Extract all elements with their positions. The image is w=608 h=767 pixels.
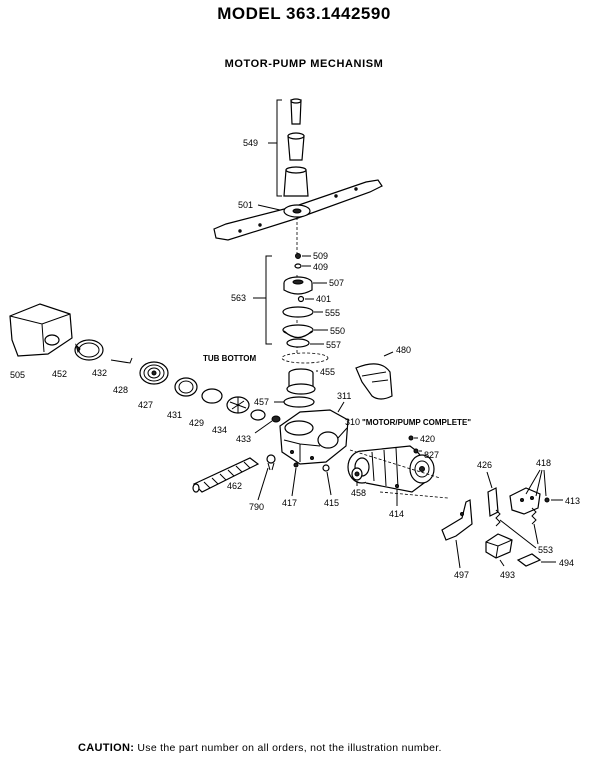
callout-480: 480	[396, 345, 411, 355]
part-311-pump-body	[279, 409, 349, 465]
part-452-clamp	[74, 339, 104, 361]
callout-549: 549	[243, 138, 258, 148]
part-415	[322, 464, 330, 472]
callout-429: 429	[189, 418, 204, 428]
part-790	[266, 454, 276, 471]
part-480-duct	[355, 363, 393, 400]
part-462-auger	[192, 457, 260, 493]
callout-428: 428	[113, 385, 128, 395]
part-553	[495, 507, 537, 527]
part-497	[441, 499, 473, 541]
callout-418: 418	[536, 458, 551, 468]
callout-415: 415	[324, 498, 339, 508]
part-507	[283, 276, 313, 295]
label-tub-bottom: TUB BOTTOM	[203, 354, 257, 363]
part-555-ring	[282, 306, 314, 318]
part-505-filter-housing	[9, 303, 73, 357]
callout-311: 311	[337, 391, 351, 401]
part-414	[395, 484, 399, 488]
part-557	[286, 338, 310, 348]
callout-458: 458	[351, 488, 366, 498]
part-501-spray-arm	[213, 179, 383, 241]
part-458	[351, 467, 363, 481]
part-418	[509, 487, 541, 515]
part-433	[271, 415, 281, 423]
part-549-spray-tube	[283, 98, 309, 197]
callout-827: 827	[424, 450, 439, 460]
callout-563: 563	[231, 293, 246, 303]
part-509	[295, 253, 301, 259]
callout-555: 555	[325, 308, 340, 318]
callout-431: 431	[167, 410, 182, 420]
part-426-bracket	[487, 487, 499, 517]
part-431-ring	[201, 388, 223, 404]
callout-493: 493	[500, 570, 515, 580]
part-401	[297, 295, 305, 303]
caution-text: Use the part number on all orders, not t…	[137, 742, 442, 754]
diagram-subtitle: MOTOR-PUMP MECHANISM	[224, 58, 384, 70]
part-457-gasket	[283, 396, 315, 408]
callout-427: 427	[138, 400, 153, 410]
caution-label: CAUTION:	[78, 742, 135, 754]
callout-452: 452	[52, 369, 67, 379]
part-434	[250, 409, 266, 421]
bracket-563	[253, 255, 272, 345]
callout-494: 494	[559, 558, 574, 568]
callout-426: 426	[477, 460, 492, 470]
callout-414: 414	[389, 509, 404, 519]
caution-note: CAUTION: Use the part number on all orde…	[78, 742, 442, 754]
motor-assembly	[347, 445, 435, 493]
callout-432: 432	[92, 368, 107, 378]
part-550	[282, 324, 314, 339]
callout-553: 553	[538, 545, 553, 555]
part-494	[516, 553, 542, 567]
callout-417: 417	[282, 498, 297, 508]
part-493	[485, 533, 513, 559]
part-427-ring	[174, 377, 198, 397]
callout-310: 310	[345, 417, 360, 427]
part-428-screen	[139, 361, 169, 385]
callout-509: 509	[313, 251, 328, 261]
callout-550: 550	[330, 326, 345, 336]
callout-409: 409	[313, 262, 328, 272]
callout-501: 501	[238, 200, 253, 210]
callout-505: 505	[10, 370, 25, 380]
callout-557: 557	[326, 340, 341, 350]
bracket-549	[268, 99, 282, 197]
part-420	[408, 435, 414, 441]
callout-455: 455	[320, 367, 335, 377]
callout-433: 433	[236, 434, 251, 444]
callout-497: 497	[454, 570, 469, 580]
callout-434: 434	[212, 425, 227, 435]
part-409	[294, 263, 302, 269]
callout-401: 401	[316, 294, 331, 304]
part-417	[293, 462, 299, 468]
callout-790: 790	[249, 502, 264, 512]
part-432-spring	[110, 357, 133, 364]
part-413	[544, 497, 550, 503]
callout-457: 457	[254, 397, 269, 407]
callout-420: 420	[420, 434, 435, 444]
callout-507: 507	[329, 278, 344, 288]
callout-462: 462	[227, 481, 242, 491]
part-455	[286, 368, 316, 395]
tub-bottom-outline	[281, 352, 329, 364]
label-motor-pump-complete: "MOTOR/PUMP COMPLETE"	[362, 418, 471, 427]
callout-413: 413	[565, 496, 580, 506]
part-827	[413, 448, 419, 454]
part-429-impeller	[226, 396, 250, 414]
page-title: MODEL 363.1442590	[217, 4, 391, 23]
